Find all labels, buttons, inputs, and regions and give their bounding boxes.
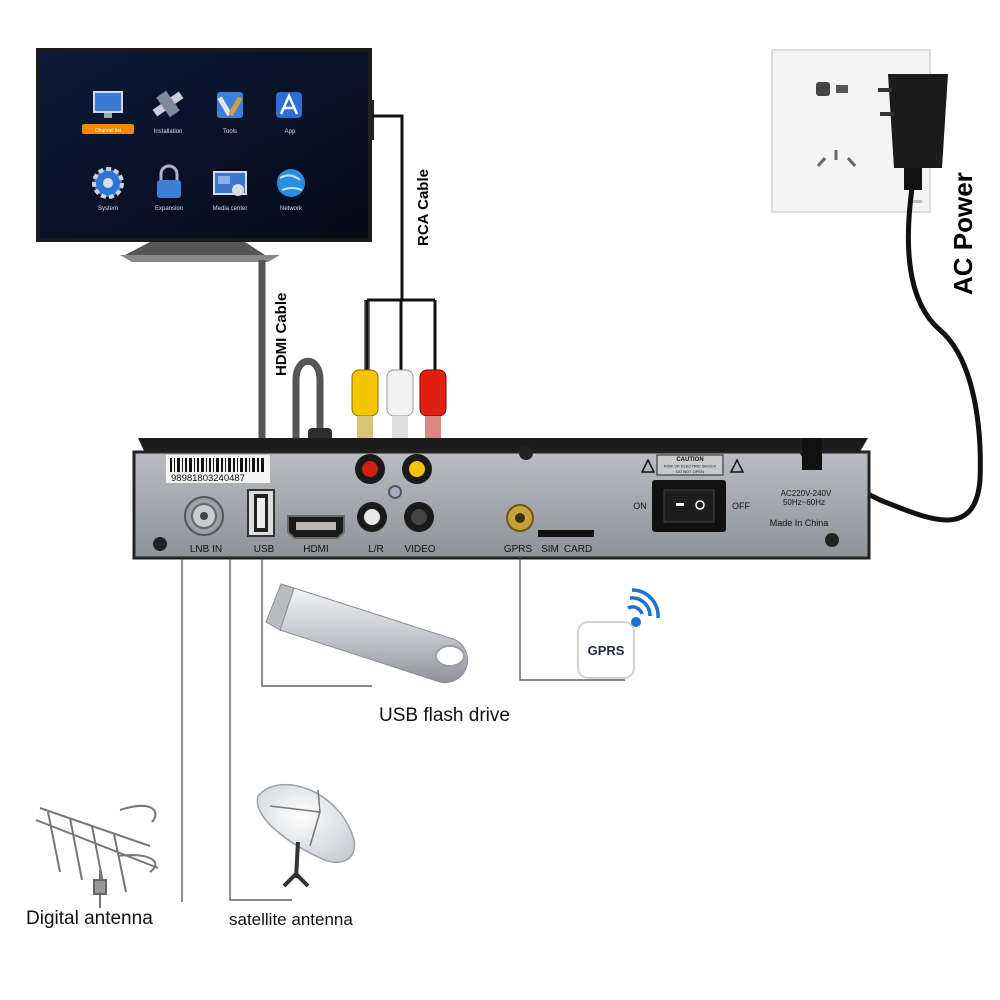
frequency-spec: 50Hz~60Hz xyxy=(783,498,825,507)
rca-plug-yellow xyxy=(351,369,379,452)
caution-title: CAUTION xyxy=(676,457,703,463)
hdmi-port-label: HDMI xyxy=(303,544,329,555)
digital-antenna-label: Digital antenna xyxy=(26,908,153,929)
hdmi-cable-label: HDMI Cable xyxy=(273,293,290,376)
satellite-antenna-label: satellite antenna xyxy=(229,910,353,929)
hdmi-port[interactable] xyxy=(287,515,345,539)
gprs-module: GPRS xyxy=(577,588,660,679)
tv-menu-label-installation: Installation xyxy=(154,129,183,135)
lr-port-label: L/R xyxy=(368,544,384,555)
video-port-label: VIDEO xyxy=(404,544,435,555)
rca-socket-top-right[interactable] xyxy=(402,454,432,484)
tv-menu-label-network: Network xyxy=(280,206,303,212)
tv-menu: Channel list Installation Tools App Syst… xyxy=(82,90,305,212)
receiver-box: 98981803240487 LNB IN USB HDMI xyxy=(132,438,871,560)
ac-power-cable xyxy=(838,187,983,523)
caution-label: CAUTION RISK OF ELECTRIC SHOCK DO NOT OP… xyxy=(640,454,745,476)
tv-menu-label-media-center: Media center xyxy=(213,206,248,212)
barcode: 98981803240487 xyxy=(166,455,270,484)
tools-icon[interactable] xyxy=(217,92,243,118)
tv-screen xyxy=(40,52,368,238)
gear-icon[interactable] xyxy=(92,167,124,199)
gprs-badge-text: GPRS xyxy=(588,643,625,658)
sim-card-slot[interactable] xyxy=(538,530,594,537)
globe-icon[interactable] xyxy=(277,169,305,197)
rca-cable-label: RCA Cable xyxy=(415,169,432,246)
tv-menu-label-expansion: Expansion xyxy=(155,206,183,212)
rca-socket-video[interactable] xyxy=(404,502,434,532)
lnb-in-label: LNB IN xyxy=(190,544,222,555)
app-icon[interactable] xyxy=(276,92,302,118)
power-inlet xyxy=(802,438,822,470)
lock-icon[interactable] xyxy=(157,164,181,198)
digital-antenna xyxy=(35,804,159,908)
switch-on-label: ON xyxy=(633,501,647,511)
rca-plug-white xyxy=(386,369,414,452)
tv-stand xyxy=(125,242,265,255)
media-icon[interactable] xyxy=(213,171,247,196)
satellite-icon[interactable] xyxy=(152,90,184,118)
usb-port-label: USB xyxy=(254,544,275,555)
switch-off-label: OFF xyxy=(732,501,750,511)
wifi-signal-icon xyxy=(627,588,660,627)
connector-leads xyxy=(181,556,625,902)
usb-flash-drive-label: USB flash drive xyxy=(379,705,510,726)
power-switch[interactable] xyxy=(652,480,726,532)
usb-flash-drive xyxy=(265,583,469,684)
ac-power-label: AC Power xyxy=(948,172,978,295)
usb-port[interactable] xyxy=(247,489,275,537)
tv-menu-label-system: System xyxy=(98,206,118,212)
television: Channel list Installation Tools App Syst… xyxy=(36,48,374,262)
sim-port-label: SIM xyxy=(541,544,559,555)
gprs-antenna-port[interactable] xyxy=(506,504,534,532)
caution-line2: DO NOT OPEN xyxy=(676,469,704,474)
lnb-in-port[interactable] xyxy=(184,496,224,536)
tv-menu-label-app: App xyxy=(285,129,296,135)
tv-menu-label-channel-list: Channel list xyxy=(95,128,122,134)
power-adapter xyxy=(878,74,948,190)
barcode-number: 98981803240487 xyxy=(171,473,245,484)
card-port-label: CARD xyxy=(564,544,592,555)
tv-menu-label-tools: Tools xyxy=(223,129,237,135)
rca-socket-video-top[interactable] xyxy=(355,454,385,484)
made-in-label: Made In China xyxy=(770,518,829,528)
satellite-dish xyxy=(256,783,356,888)
tv-menu-selection xyxy=(82,124,134,134)
rca-cable xyxy=(351,114,447,452)
gprs-port-label: GPRS xyxy=(504,544,533,555)
caution-line1: RISK OF ELECTRIC SHOCK xyxy=(664,464,717,469)
voltage-spec: AC220V-240V xyxy=(781,489,832,498)
monitor-icon[interactable] xyxy=(93,91,123,118)
rca-socket-lr[interactable] xyxy=(357,502,387,532)
